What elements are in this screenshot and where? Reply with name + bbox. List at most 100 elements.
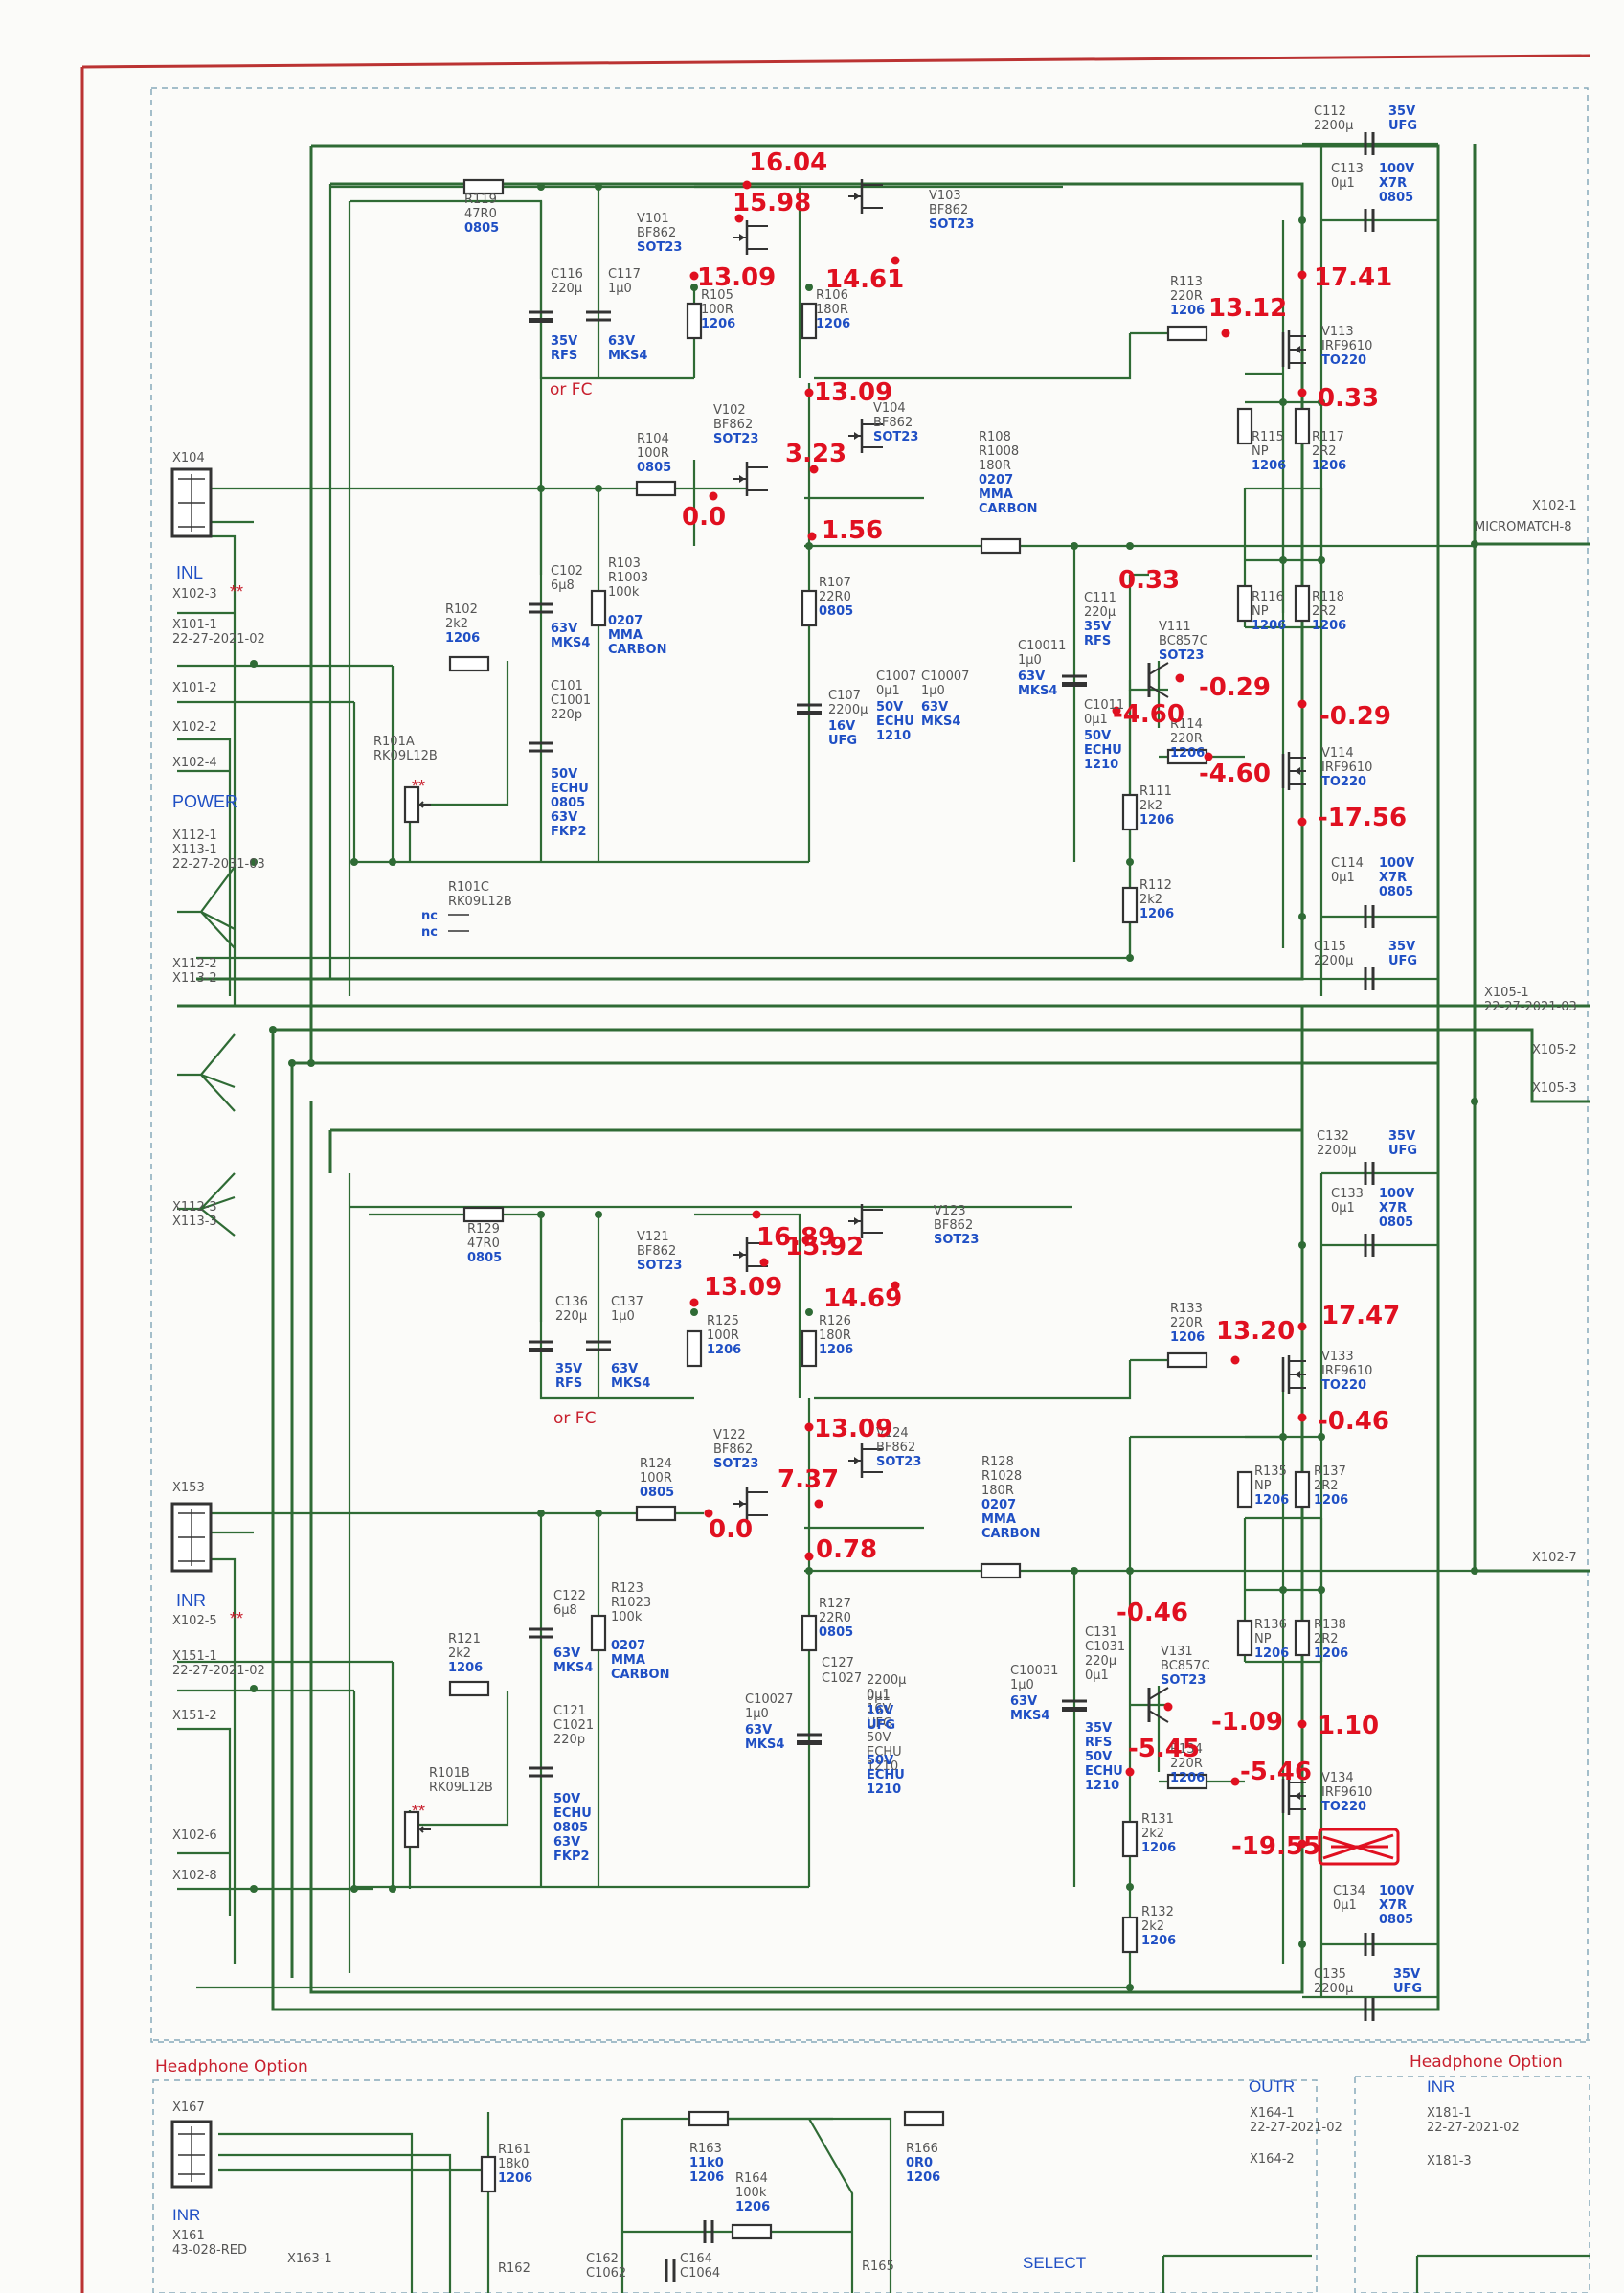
svg-text:R116: R116 — [1252, 590, 1284, 604]
measurement-top-v111-c: -0.29 — [1199, 673, 1271, 702]
V114-symbol — [1281, 752, 1306, 790]
svg-text:SOT23: SOT23 — [873, 430, 918, 444]
label-r101b-double-star: ** — [412, 1802, 425, 1821]
svg-text:UFG: UFG — [1388, 954, 1417, 968]
svg-text:1210: 1210 — [876, 729, 911, 743]
R128-symbol — [980, 1562, 1022, 1579]
V101-symbol — [733, 220, 768, 255]
measurement-bot-v134-s: 1.10 — [1318, 1712, 1379, 1740]
svg-text:nc: nc — [421, 925, 438, 940]
svg-text:C116: C116 — [551, 267, 583, 282]
svg-text:100k: 100k — [608, 585, 640, 600]
svg-text:C164: C164 — [680, 2252, 712, 2266]
svg-text:ECHU: ECHU — [1085, 1764, 1123, 1779]
C134-symbol — [1364, 1933, 1375, 1956]
R105-symbol — [686, 302, 703, 340]
svg-text:R1023: R1023 — [611, 1596, 651, 1610]
label-inl-ref: X102-3 — [172, 587, 217, 602]
svg-text:1206: 1206 — [1314, 1646, 1348, 1661]
svg-text:2k2: 2k2 — [1139, 893, 1162, 907]
svg-text:X151-2: X151-2 — [172, 1709, 217, 1723]
svg-text:X151-1: X151-1 — [172, 1649, 217, 1664]
svg-text:or FC: or FC — [553, 1409, 596, 1428]
svg-text:220µ: 220µ — [1085, 1654, 1116, 1669]
svg-text:ECHU: ECHU — [553, 1806, 592, 1821]
svg-text:R161: R161 — [498, 2143, 530, 2157]
svg-text:R106: R106 — [816, 288, 848, 303]
connector-label-x101-1: X101-122-27-2021-02 — [172, 618, 265, 647]
svg-text:63V: 63V — [611, 1362, 638, 1376]
svg-text:V131: V131 — [1161, 1645, 1193, 1659]
svg-text:ECHU: ECHU — [1084, 743, 1122, 758]
svg-text:SOT23: SOT23 — [637, 1259, 682, 1273]
svg-text:220R: 220R — [1170, 1757, 1203, 1771]
svg-text:V104: V104 — [873, 401, 906, 416]
svg-text:220R: 220R — [1170, 289, 1203, 304]
C136-symbol — [529, 1340, 553, 1352]
label-inl-double-star: ** — [230, 582, 243, 602]
svg-text:2R2: 2R2 — [1312, 444, 1337, 459]
svg-text:22-27-2021-03: 22-27-2021-03 — [1484, 1000, 1577, 1014]
svg-text:IRF9610: IRF9610 — [1321, 339, 1372, 353]
svg-text:100R: 100R — [640, 1471, 672, 1486]
svg-text:63V: 63V — [553, 1835, 580, 1850]
svg-text:C111: C111 — [1084, 591, 1116, 605]
c1027-label: C1027 — [822, 1671, 862, 1686]
svg-text:RFS: RFS — [555, 1376, 582, 1391]
measurement-bot-v122-s: 0.78 — [816, 1535, 877, 1564]
svg-text:R131: R131 — [1141, 1812, 1174, 1827]
svg-text:1206: 1206 — [1252, 619, 1286, 633]
svg-text:0805: 0805 — [1379, 1215, 1413, 1230]
svg-text:0805: 0805 — [464, 221, 499, 236]
svg-text:MKS4: MKS4 — [745, 1737, 784, 1752]
svg-text:BF862: BF862 — [929, 203, 968, 217]
R101B-symbol — [403, 1810, 431, 1849]
measurement-bot-v121-s: 13.09 — [704, 1273, 782, 1302]
junction-dots — [250, 180, 1478, 1991]
svg-text:1206: 1206 — [448, 1661, 483, 1675]
svg-text:R124: R124 — [640, 1457, 672, 1471]
R121-symbol — [448, 1680, 490, 1697]
svg-text:R101A: R101A — [373, 735, 415, 749]
measurement-top-v101-s: 13.09 — [697, 263, 776, 292]
V123-symbol — [848, 1204, 883, 1238]
svg-text:R162: R162 — [498, 2261, 530, 2276]
svg-text:50V: 50V — [1085, 1750, 1112, 1764]
svg-text:180R: 180R — [816, 303, 848, 317]
R137-symbol — [1294, 1470, 1311, 1509]
label-inl: INL — [176, 563, 203, 582]
svg-text:X112-2: X112-2 — [172, 957, 217, 971]
svg-text:1206: 1206 — [1312, 459, 1346, 473]
R112-symbol — [1121, 886, 1139, 924]
svg-text:18k0: 18k0 — [498, 2157, 529, 2171]
svg-text:IRF9610: IRF9610 — [1321, 1364, 1372, 1378]
svg-text:FKP2: FKP2 — [553, 1850, 590, 1864]
C132-symbol — [1364, 1162, 1375, 1185]
svg-text:1210: 1210 — [867, 1759, 898, 1774]
svg-text:R107: R107 — [819, 576, 851, 590]
label-inr-headphone: INR — [1427, 2077, 1455, 2096]
svg-text:0µ1: 0µ1 — [1085, 1669, 1109, 1683]
